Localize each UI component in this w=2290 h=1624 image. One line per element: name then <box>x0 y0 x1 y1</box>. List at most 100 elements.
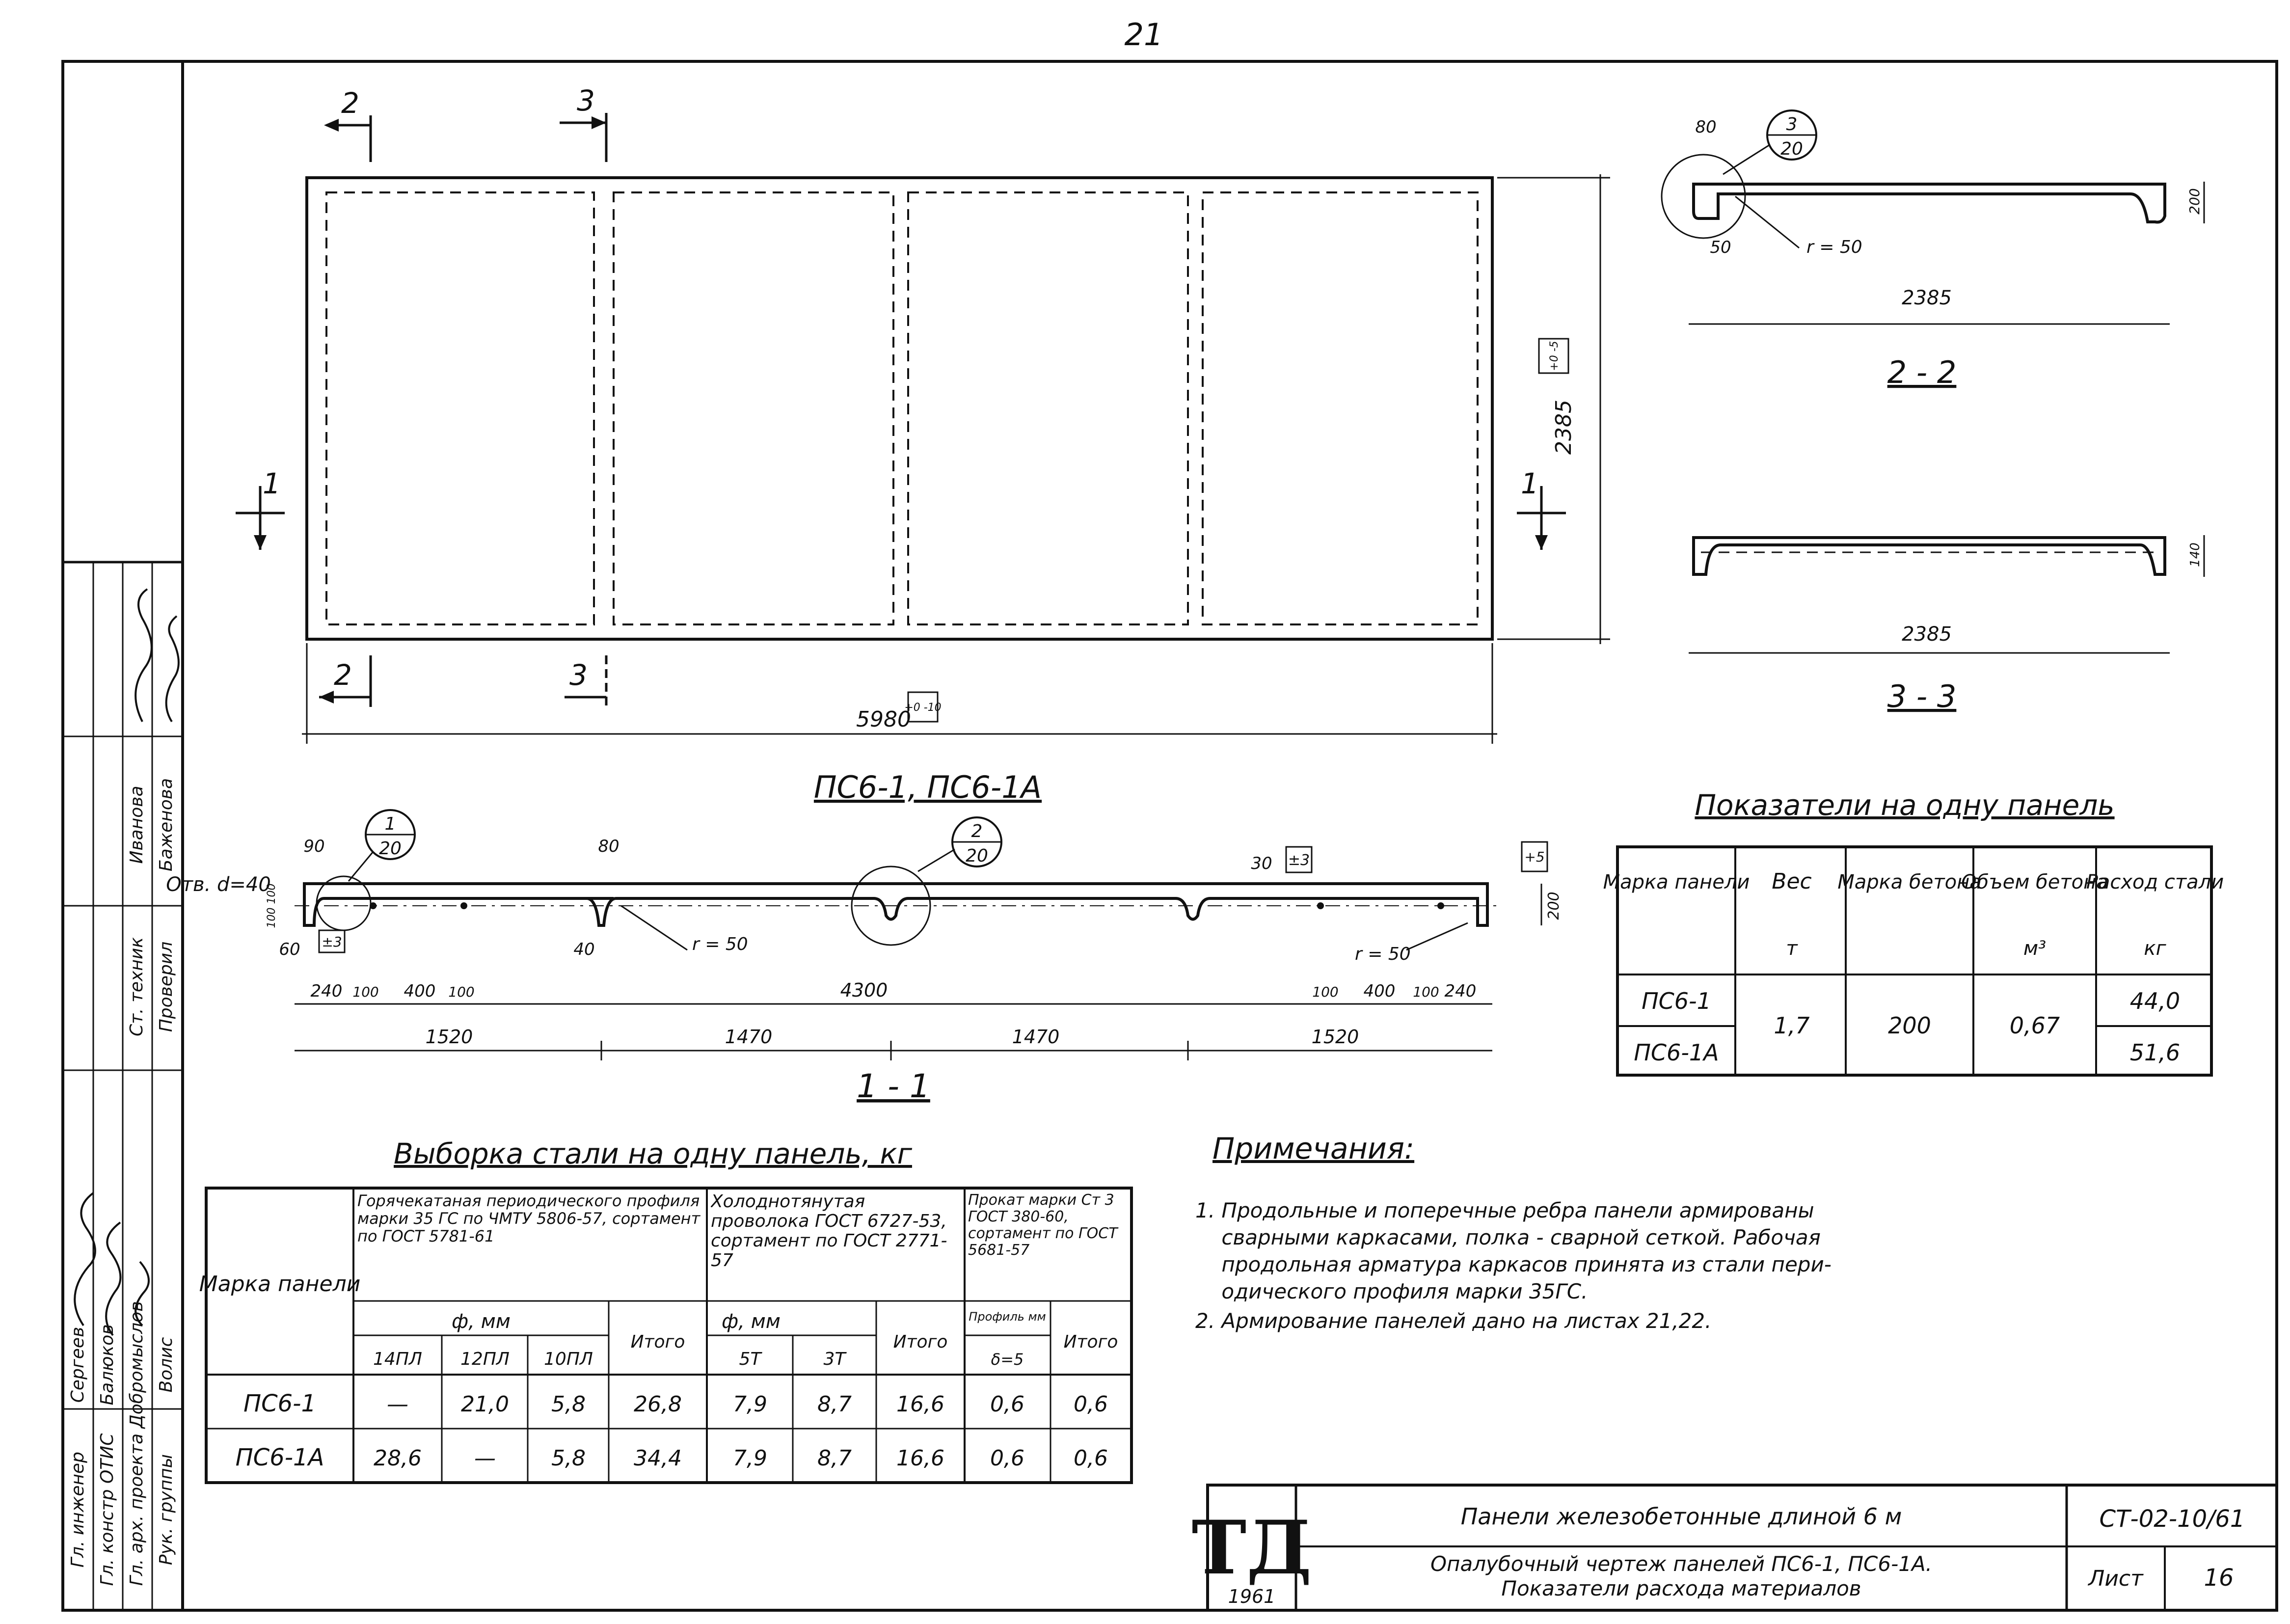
section-3-label-top: 3 <box>577 84 595 117</box>
plan-view: 2 3 2 3 1 1 <box>236 84 1610 805</box>
section-1-label-right: 1 <box>1521 467 1539 500</box>
svg-text:240: 240 <box>1445 981 1477 1001</box>
signature-3 <box>135 1261 150 1326</box>
svg-text:1470: 1470 <box>725 1026 773 1048</box>
section-mark-2-bottom: 2 <box>319 655 372 707</box>
title-line-2: Опалубочный чертеж панелей ПС6-1, ПС6-1А… <box>1430 1552 1932 1576</box>
plan-caption: ПС6-1, ПС6-1А <box>814 769 1042 805</box>
svg-text:м³: м³ <box>2023 937 2046 960</box>
signature-1 <box>74 1192 96 1326</box>
svg-text:0,67: 0,67 <box>2010 1012 2060 1039</box>
svg-text:Добромыслов: Добромыслов <box>127 1301 147 1430</box>
signature-4 <box>135 588 153 722</box>
svg-text:26,8: 26,8 <box>634 1392 682 1417</box>
svg-text:Гл. инженер: Гл. инженер <box>68 1452 88 1568</box>
svg-text:±3: ±3 <box>1288 852 1310 869</box>
svg-text:200: 200 <box>1545 892 1563 920</box>
svg-text:16,6: 16,6 <box>896 1392 944 1417</box>
plan-length-dim: 5980 <box>856 707 911 732</box>
svg-text:Гл. арх. проекта: Гл. арх. проекта <box>127 1434 147 1586</box>
svg-text:ПС6-1А: ПС6-1А <box>236 1444 324 1471</box>
svg-text:Итого: Итого <box>631 1332 685 1352</box>
steel-subheaders: 14ПЛ 12ПЛ 10ПЛ Итого 5Т 3Т Итого δ=5 Ито… <box>373 1332 1118 1369</box>
callout-3-20: 3 20 <box>1723 109 1817 175</box>
detail-circle-2 <box>851 866 931 946</box>
section-2-2: 3 20 80 50 r = 50 200 2385 2 - 2 <box>1661 109 2205 390</box>
callout-2-20: 2 20 <box>917 816 1002 872</box>
svg-text:0,6: 0,6 <box>1074 1446 1108 1471</box>
logo-year: 1961 <box>1228 1586 1276 1607</box>
note-line-3: продольная арматура каркасов принята из … <box>1195 1252 1832 1276</box>
svg-text:—: — <box>474 1446 496 1471</box>
svg-text:5Т: 5Т <box>739 1349 763 1369</box>
plan-cell-4 <box>1202 191 1479 625</box>
svg-text:Марка панели: Марка панели <box>199 1272 361 1297</box>
svg-text:34,4: 34,4 <box>634 1446 682 1471</box>
svg-text:7,9: 7,9 <box>733 1392 767 1417</box>
svg-text:5,8: 5,8 <box>551 1392 586 1417</box>
section-2-2-profile <box>1692 183 2166 224</box>
plan-width-tol: +0 -5 <box>1548 341 1561 371</box>
svg-text:8,7: 8,7 <box>817 1446 852 1471</box>
svg-text:Баженова: Баженова <box>156 778 176 871</box>
side-stamp: Гл. инженер Гл. констр ОТИС Гл. арх. про… <box>61 561 184 1612</box>
svg-text:кг: кг <box>2144 937 2166 960</box>
svg-text:1520: 1520 <box>1312 1026 1359 1048</box>
title-line-3: Показатели расхода материалов <box>1501 1576 1861 1600</box>
svg-text:т: т <box>1786 937 1798 960</box>
signature-2 <box>105 1221 122 1336</box>
svg-text:r = 50: r = 50 <box>1806 237 1862 257</box>
svg-text:100: 100 <box>1413 984 1439 1000</box>
section-2-2-caption: 2 - 2 <box>1887 354 1957 390</box>
svg-text:0,6: 0,6 <box>990 1446 1024 1471</box>
svg-text:Иванова: Иванова <box>127 785 147 864</box>
section-1-1-caption: 1 - 1 <box>857 1067 930 1105</box>
svg-text:Вес: Вес <box>1772 869 1811 894</box>
indicators-table: Показатели на одну панель Марка панели В… <box>1603 788 2224 1077</box>
steel-h-cold: Холоднотянутая проволока ГОСТ 6727-53, с… <box>711 1192 947 1271</box>
section-mark-1-left: 1 <box>236 467 285 550</box>
svg-text:80: 80 <box>598 837 619 856</box>
svg-text:Марка панели: Марка панели <box>1603 871 1750 893</box>
section-3-3: 140 2385 3 - 3 <box>1689 535 2205 714</box>
section-1-1: 1 20 2 20 Отв. d=40 90 80 30 ±3 +5 200 1… <box>166 809 1563 1105</box>
title-line-1: Панели железобетонные длиной 6 м <box>1461 1503 1902 1530</box>
signature-5 <box>165 615 180 723</box>
svg-text:0,6: 0,6 <box>1074 1392 1108 1417</box>
svg-text:140: 140 <box>2188 542 2203 567</box>
section-1-label-left: 1 <box>263 467 281 500</box>
svg-text:ПС6-1А: ПС6-1А <box>1634 1039 1719 1066</box>
svg-text:Итого: Итого <box>893 1332 948 1352</box>
section-1-1-profile <box>303 882 1489 927</box>
svg-text:80: 80 <box>1695 117 1716 137</box>
svg-text:8,7: 8,7 <box>817 1392 852 1417</box>
steel-row-2: ПС6-1А 28,6 — 5,8 34,4 7,9 8,7 16,6 0,6 … <box>236 1444 1108 1471</box>
svg-text:20: 20 <box>379 839 402 859</box>
sheet-label: Лист <box>2087 1566 2144 1591</box>
svg-text:2385: 2385 <box>1902 287 1952 309</box>
svg-text:28,6: 28,6 <box>374 1446 422 1471</box>
svg-text:1470: 1470 <box>1012 1026 1060 1048</box>
svg-text:2385: 2385 <box>1902 623 1952 646</box>
svg-text:r = 50: r = 50 <box>692 934 748 954</box>
svg-text:400: 400 <box>404 981 436 1001</box>
svg-text:r = 50: r = 50 <box>1355 944 1411 964</box>
section-3-label-bottom: 3 <box>569 658 588 692</box>
svg-text:10ПЛ: 10ПЛ <box>544 1349 593 1369</box>
indicators-title: Показатели на одну панель <box>1695 788 2114 822</box>
svg-text:+5: +5 <box>1524 849 1544 865</box>
section-3-3-caption: 3 - 3 <box>1887 678 1957 714</box>
svg-text:0,6: 0,6 <box>990 1392 1024 1417</box>
note-line-2: сварными каркасами, полка - сварной сетк… <box>1195 1225 1821 1249</box>
svg-text:30: 30 <box>1251 854 1272 873</box>
svg-text:90: 90 <box>303 837 324 856</box>
steel-h-hot: Горячекатаная периодического профиля мар… <box>357 1192 700 1245</box>
section-2-label-bottom: 2 <box>334 658 352 692</box>
panel-outline <box>305 176 1494 641</box>
section-2-label-top: 2 <box>341 86 359 120</box>
steel-h-roll: Прокат марки Ст 3 ГОСТ 380-60, сортамент… <box>968 1192 1118 1259</box>
svg-text:100: 100 <box>352 984 378 1000</box>
svg-text:20: 20 <box>1780 139 1803 159</box>
svg-text:±3: ±3 <box>322 934 342 950</box>
svg-text:200: 200 <box>2186 188 2203 214</box>
